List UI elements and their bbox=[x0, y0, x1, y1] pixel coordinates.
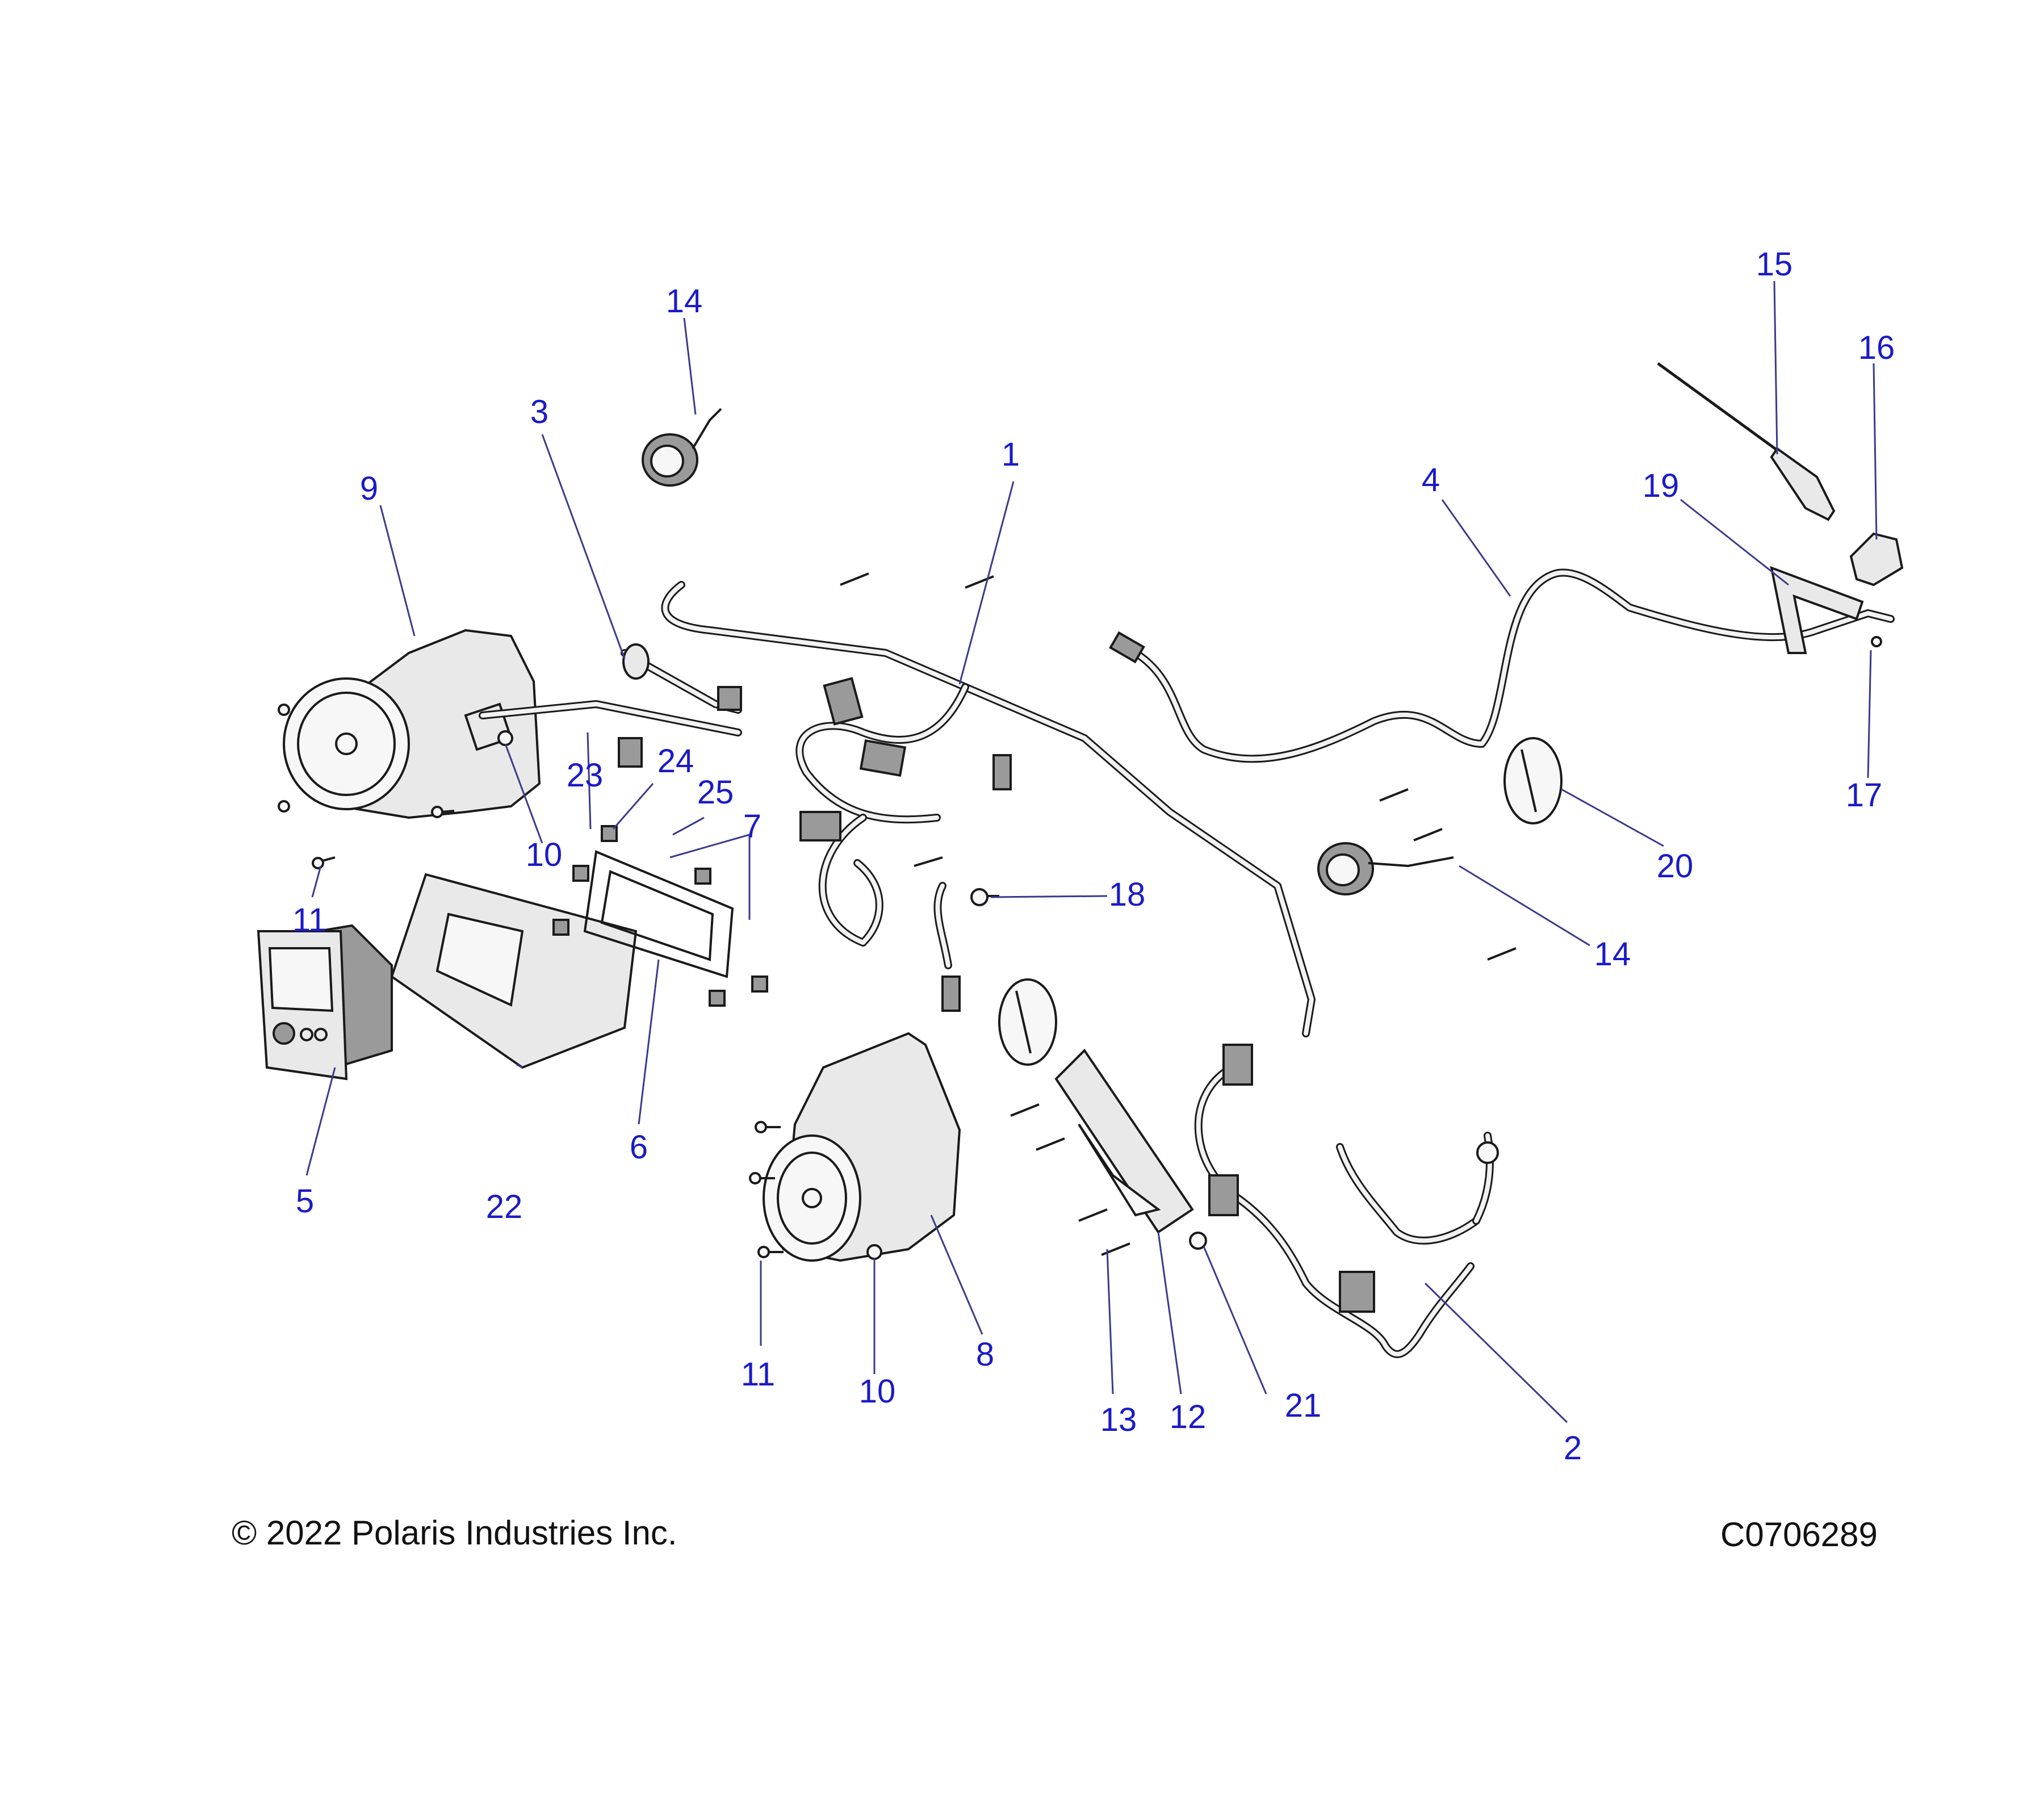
callout-13: 13 bbox=[1100, 1401, 1137, 1438]
part-20-speaker-grille bbox=[1503, 737, 1563, 824]
part-2-lower-harness bbox=[1194, 1044, 1499, 1358]
callout-labels: 1 2 3 4 5 6 7 8 9 10 10 11 11 12 13 14 1… bbox=[292, 246, 1895, 1467]
callout-25: 25 bbox=[697, 774, 734, 811]
grommet-icon bbox=[1189, 1232, 1207, 1250]
screw-icon bbox=[1413, 828, 1443, 841]
callout-15: 15 bbox=[1756, 246, 1793, 283]
screw-icon bbox=[1101, 1242, 1130, 1256]
callout-8: 8 bbox=[976, 1336, 994, 1373]
bolt-icon bbox=[970, 888, 999, 906]
callout-11a: 11 bbox=[292, 902, 326, 939]
drawing-number: C0706289 bbox=[1720, 1515, 1878, 1554]
part-12-amplifier-plate bbox=[1054, 1048, 1194, 1234]
callout-22: 22 bbox=[486, 1188, 523, 1225]
callout-6: 6 bbox=[630, 1129, 648, 1166]
screw-icon bbox=[1010, 1103, 1040, 1117]
screw-icon bbox=[1036, 1137, 1065, 1151]
screw-icon bbox=[965, 575, 994, 589]
callout-18: 18 bbox=[1109, 876, 1146, 913]
callout-12: 12 bbox=[1170, 1399, 1207, 1435]
screw-icon bbox=[312, 856, 336, 869]
screw-icon bbox=[914, 856, 943, 867]
fasteners bbox=[278, 572, 1882, 1260]
screw-icon bbox=[866, 1244, 882, 1260]
part-1-main-wire-harness bbox=[661, 581, 1316, 1037]
callout-10b: 10 bbox=[859, 1373, 896, 1410]
screw-icon bbox=[431, 806, 455, 818]
washer-icon bbox=[1871, 636, 1882, 647]
callout-2: 2 bbox=[1564, 1430, 1582, 1467]
part-5-radio-head-unit bbox=[257, 924, 393, 1081]
part-19-antenna-strap bbox=[1770, 566, 1864, 654]
speaker-grille-lower bbox=[998, 978, 1057, 1066]
callout-9: 9 bbox=[360, 470, 378, 507]
part-22-dash-bezel bbox=[390, 873, 638, 1069]
callout-3: 3 bbox=[530, 393, 548, 430]
screw-icon bbox=[755, 1121, 781, 1133]
callout-17: 17 bbox=[1846, 777, 1883, 814]
part-14-tweeter-upper bbox=[642, 408, 722, 487]
screw-icon bbox=[749, 1172, 775, 1184]
callout-21: 21 bbox=[1285, 1387, 1322, 1424]
screw-icon bbox=[278, 800, 290, 813]
clip-icon bbox=[709, 990, 726, 1007]
callout-23: 23 bbox=[567, 757, 604, 794]
part-8-speaker-pod-right bbox=[763, 1032, 961, 1262]
callout-7: 7 bbox=[743, 808, 761, 845]
part-16-antenna-base bbox=[1849, 532, 1904, 587]
screw-icon bbox=[497, 730, 513, 746]
clip-icon bbox=[552, 919, 569, 936]
screw-icon bbox=[1379, 788, 1409, 802]
callout-1: 1 bbox=[1002, 436, 1020, 473]
clip-icon bbox=[601, 825, 618, 842]
screw-icon bbox=[278, 704, 290, 716]
clip-icon bbox=[751, 976, 768, 993]
part-14-tweeter-lower bbox=[1317, 842, 1454, 895]
callout-4: 4 bbox=[1422, 462, 1440, 499]
callout-20: 20 bbox=[1657, 848, 1694, 885]
part-3-sub-harness bbox=[479, 643, 742, 768]
callout-10a: 10 bbox=[526, 836, 563, 873]
part-15-antenna-mast bbox=[1657, 362, 1836, 521]
clip-icon bbox=[572, 865, 589, 882]
callout-19: 19 bbox=[1643, 467, 1679, 504]
callout-11b: 11 bbox=[741, 1356, 775, 1393]
screw-icon bbox=[1487, 947, 1517, 961]
part-6-mounting-bracket bbox=[583, 850, 734, 978]
callout-5: 5 bbox=[296, 1183, 314, 1220]
screw-icon bbox=[840, 572, 869, 586]
callout-24: 24 bbox=[657, 743, 694, 780]
part-4-antenna-cable bbox=[1109, 568, 1895, 763]
callout-14a: 14 bbox=[666, 283, 703, 320]
callout-16: 16 bbox=[1858, 329, 1895, 366]
screw-icon bbox=[1078, 1208, 1108, 1222]
clip-icon bbox=[694, 868, 711, 885]
callout-14b: 14 bbox=[1594, 936, 1631, 973]
part-9-speaker-pod-left bbox=[283, 629, 541, 819]
screw-icon bbox=[757, 1246, 784, 1258]
copyright-notice: © 2022 Polaris Industries Inc. bbox=[232, 1514, 677, 1552]
leader-lines bbox=[305, 280, 1878, 1424]
